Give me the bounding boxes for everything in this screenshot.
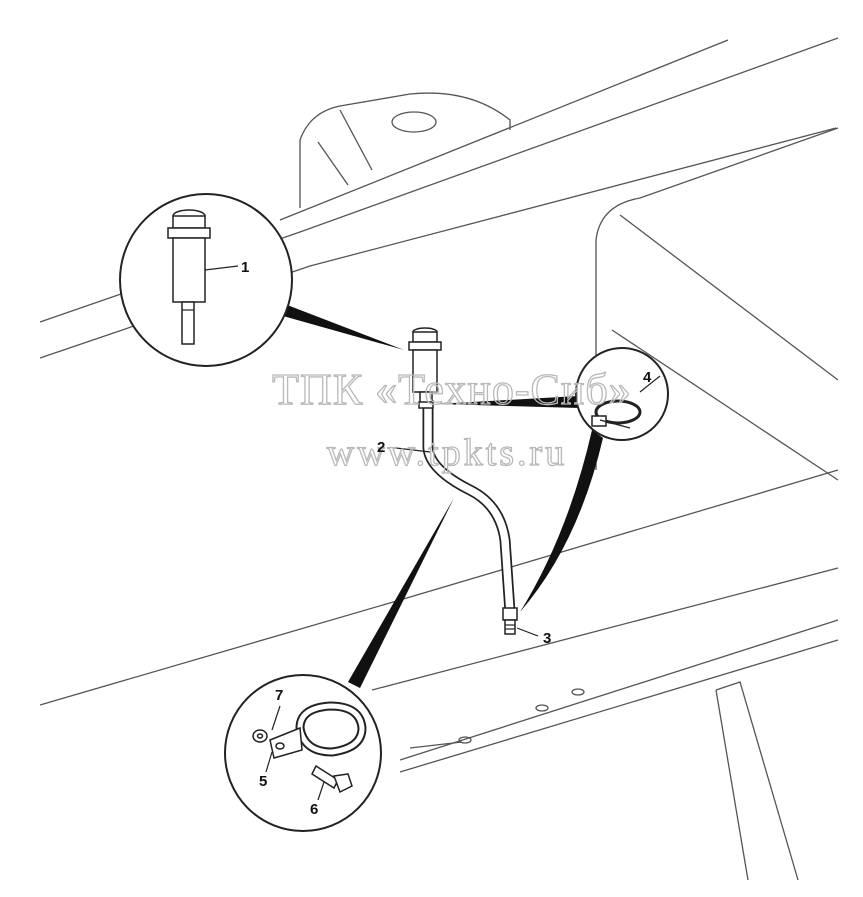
callout-1: 1 (241, 259, 249, 276)
detail-circle-4 (437, 347, 669, 612)
detail-circle-1 (119, 193, 404, 367)
pipe-assembly (408, 327, 518, 635)
hose-clamp-detail (591, 399, 642, 429)
chassis-frame (39, 37, 839, 881)
detail-circle-567 (224, 498, 454, 832)
callout-3: 3 (543, 630, 551, 647)
washer-detail (252, 729, 268, 743)
watermark-url: www.tpkts.ru (327, 432, 567, 474)
callout-6: 6 (310, 801, 318, 818)
watermark-company: ТПК «Техно-Сиб» (272, 365, 632, 414)
callout-4: 4 (643, 369, 652, 386)
callout-2: 2 (377, 439, 385, 456)
watermark: ТПК «Техно-Сиб» www.tpkts.ru (272, 364, 632, 474)
leader-3 (516, 627, 539, 637)
filler-cap-detail (167, 209, 211, 345)
pipe-clamp-detail (269, 701, 367, 759)
bolt-detail (311, 764, 353, 794)
hose-fitting-part (502, 607, 518, 635)
leader-2 (395, 447, 431, 453)
callout-5: 5 (259, 773, 267, 790)
callout-7: 7 (275, 687, 283, 704)
